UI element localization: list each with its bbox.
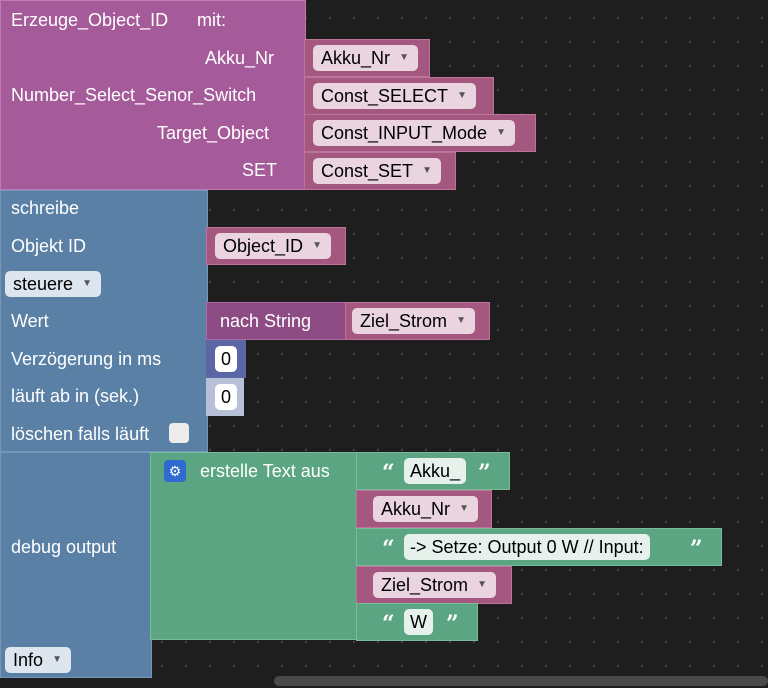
horizontal-scrollbar[interactable] bbox=[274, 676, 768, 686]
log-level-label: Info bbox=[13, 650, 44, 670]
variable-dropdown-ziel-strom-2[interactable]: Ziel_Strom ▼ bbox=[373, 572, 497, 598]
variable-block-const-set[interactable]: Const_SET ▼ bbox=[304, 152, 456, 190]
variable-dropdown-label: Const_INPUT_Mode bbox=[321, 123, 488, 143]
dropdown-arrow-icon: ▼ bbox=[477, 579, 488, 590]
delay-label: Verzögerung in ms bbox=[11, 349, 162, 369]
quote-open-icon: “ bbox=[382, 611, 395, 637]
debug-output-block[interactable] bbox=[0, 452, 152, 678]
variable-dropdown-label: Const_SET bbox=[321, 161, 414, 181]
dropdown-arrow-icon: ▼ bbox=[496, 127, 507, 138]
variable-dropdown-label: Akku_Nr bbox=[381, 499, 451, 519]
param-label-set: SET bbox=[242, 160, 278, 180]
write-block-title: schreibe bbox=[11, 198, 80, 218]
dropdown-arrow-icon: ▼ bbox=[312, 240, 323, 251]
quote-close-icon: ” bbox=[478, 460, 491, 486]
variable-block-object-id[interactable]: Object_ID ▼ bbox=[206, 227, 346, 265]
quote-close-icon: ” bbox=[690, 536, 703, 562]
text-field-setze[interactable]: -> Setze: Output 0 W // Input: bbox=[404, 534, 650, 560]
variable-dropdown-label: Ziel_Strom bbox=[381, 575, 469, 595]
variable-block-const-select[interactable]: Const_SELECT ▼ bbox=[304, 77, 494, 115]
variable-dropdown-const-input-mode[interactable]: Const_INPUT_Mode ▼ bbox=[313, 120, 516, 146]
create-text-block[interactable] bbox=[150, 452, 358, 640]
variable-block-ziel-strom[interactable]: Ziel_Strom ▼ bbox=[345, 302, 490, 340]
variable-dropdown-akku-nr-2[interactable]: Akku_Nr ▼ bbox=[373, 496, 479, 522]
write-block[interactable] bbox=[0, 190, 208, 452]
dropdown-arrow-icon: ▼ bbox=[457, 90, 468, 101]
variable-block-akku-nr[interactable]: Akku_Nr ▼ bbox=[304, 39, 430, 77]
number-block-delay[interactable]: 0 bbox=[206, 340, 246, 378]
object-id-label: Objekt ID bbox=[11, 236, 87, 256]
dropdown-arrow-icon: ▼ bbox=[456, 315, 467, 326]
param-label-target-object: Target_Object bbox=[157, 123, 270, 143]
procedure-with-label: mit: bbox=[197, 10, 226, 30]
variable-dropdown-object-id[interactable]: Object_ID ▼ bbox=[215, 233, 332, 259]
dropdown-arrow-icon: ▼ bbox=[399, 52, 410, 63]
quote-open-icon: “ bbox=[382, 460, 395, 486]
to-string-label: nach String bbox=[220, 311, 312, 331]
gear-icon[interactable]: ⚙ bbox=[164, 460, 186, 482]
dropdown-arrow-icon: ▼ bbox=[82, 278, 93, 289]
quote-open-icon: “ bbox=[382, 536, 395, 562]
variable-dropdown-label: Object_ID bbox=[223, 236, 304, 256]
procedure-call-block[interactable] bbox=[0, 0, 306, 190]
text-field-w[interactable]: W bbox=[404, 609, 433, 635]
expire-input[interactable]: 0 bbox=[215, 384, 238, 410]
variable-dropdown-label: Akku_Nr bbox=[321, 48, 391, 68]
clear-running-checkbox[interactable] bbox=[169, 423, 189, 443]
to-string-block[interactable] bbox=[206, 302, 348, 340]
log-level-dropdown[interactable]: Info ▼ bbox=[5, 647, 72, 673]
variable-block-akku-nr-2[interactable]: Akku_Nr ▼ bbox=[356, 490, 492, 528]
procedure-name: Erzeuge_Object_ID bbox=[11, 10, 169, 30]
dropdown-arrow-icon: ▼ bbox=[422, 165, 433, 176]
variable-dropdown-label: Const_SELECT bbox=[321, 86, 449, 106]
delay-input[interactable]: 0 bbox=[215, 346, 238, 372]
param-label-number-select: Number_Select_Senor_Switch bbox=[11, 85, 257, 105]
dropdown-arrow-icon: ▼ bbox=[459, 503, 470, 514]
variable-dropdown-const-set[interactable]: Const_SET ▼ bbox=[313, 158, 442, 184]
variable-dropdown-label: Ziel_Strom bbox=[360, 311, 448, 331]
debug-output-label: debug output bbox=[11, 537, 117, 557]
write-mode-label: steuere bbox=[13, 274, 74, 294]
variable-dropdown-const-select[interactable]: Const_SELECT ▼ bbox=[313, 83, 477, 109]
expire-label: läuft ab in (sek.) bbox=[11, 386, 140, 406]
dropdown-arrow-icon: ▼ bbox=[52, 654, 63, 665]
variable-dropdown-ziel-strom[interactable]: Ziel_Strom ▼ bbox=[352, 308, 476, 334]
create-text-label: erstelle Text aus bbox=[200, 461, 330, 481]
value-label: Wert bbox=[11, 311, 49, 331]
param-label-akku-nr: Akku_Nr bbox=[205, 48, 275, 68]
clear-running-label: löschen falls läuft bbox=[11, 424, 150, 444]
write-mode-dropdown[interactable]: steuere ▼ bbox=[5, 271, 102, 297]
variable-block-ziel-strom-2[interactable]: Ziel_Strom ▼ bbox=[356, 566, 512, 604]
quote-close-icon: ” bbox=[446, 611, 459, 637]
variable-dropdown-akku-nr[interactable]: Akku_Nr ▼ bbox=[313, 45, 419, 71]
text-field-akku[interactable]: Akku_ bbox=[404, 458, 467, 484]
variable-block-const-input-mode[interactable]: Const_INPUT_Mode ▼ bbox=[304, 114, 536, 152]
number-block-expire[interactable]: 0 bbox=[206, 378, 244, 416]
